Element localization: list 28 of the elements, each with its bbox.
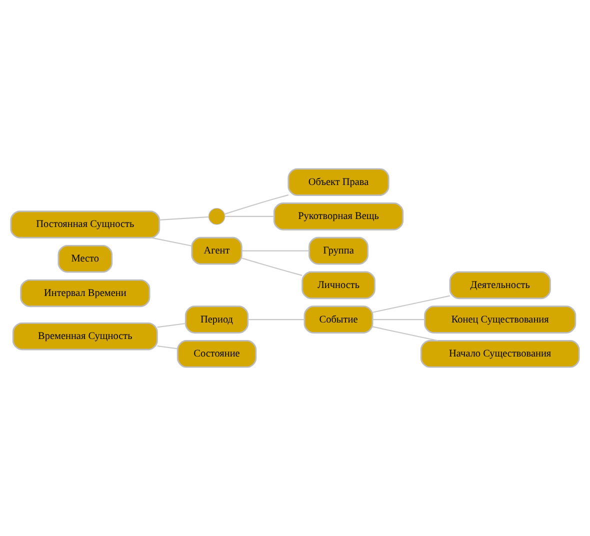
connector <box>157 322 186 328</box>
node-box: Начало Существования <box>420 340 580 368</box>
connector <box>242 250 310 252</box>
connector <box>151 237 192 246</box>
connector <box>372 326 438 342</box>
node-box: Личность <box>302 271 376 300</box>
connector <box>372 295 450 313</box>
connector <box>157 345 178 350</box>
node-box: Период <box>184 306 249 334</box>
node-box: Рукотворная Вещь <box>273 202 404 230</box>
node-box: Временная Сущность <box>12 322 158 350</box>
node-box: Интервал Времени <box>20 279 150 308</box>
connector <box>159 216 209 220</box>
node-box: Группа <box>308 236 368 265</box>
connector <box>225 216 274 217</box>
node-box: Состояние <box>176 340 257 368</box>
node-box: Объект Права <box>288 168 390 196</box>
connector <box>224 194 289 215</box>
connector <box>372 319 424 320</box>
connector <box>242 258 302 276</box>
node-box: Событие <box>304 306 374 334</box>
node-box: Конец Существования <box>424 306 576 334</box>
node-box: Постоянная Сущность <box>10 210 160 238</box>
node-box: Деятельность <box>449 271 551 300</box>
node-box: Агент <box>191 236 242 265</box>
node-circle <box>208 208 226 225</box>
node-box: Место <box>58 244 113 273</box>
connector <box>248 319 304 320</box>
